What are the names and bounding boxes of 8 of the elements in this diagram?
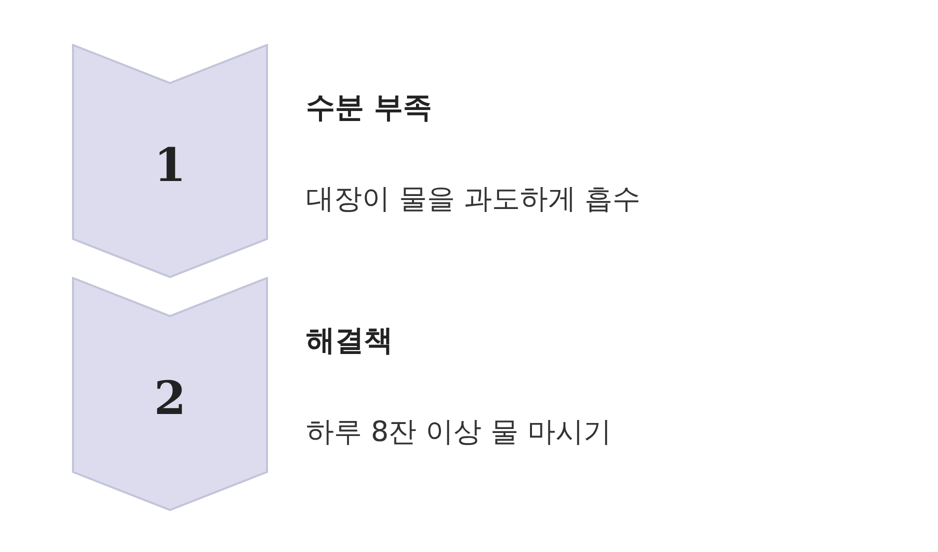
chevron-shape xyxy=(72,277,268,511)
step-description: 하루 8잔 이상 물 마시기 xyxy=(306,415,612,449)
step-number: 2 xyxy=(152,375,187,421)
step-heading: 해결책 xyxy=(306,323,393,358)
step-number: 1 xyxy=(152,142,187,188)
step-heading: 수분 부족 xyxy=(306,90,432,125)
chevron-shape xyxy=(72,44,268,278)
step-description: 대장이 물을 과도하게 흡수 xyxy=(306,182,641,216)
